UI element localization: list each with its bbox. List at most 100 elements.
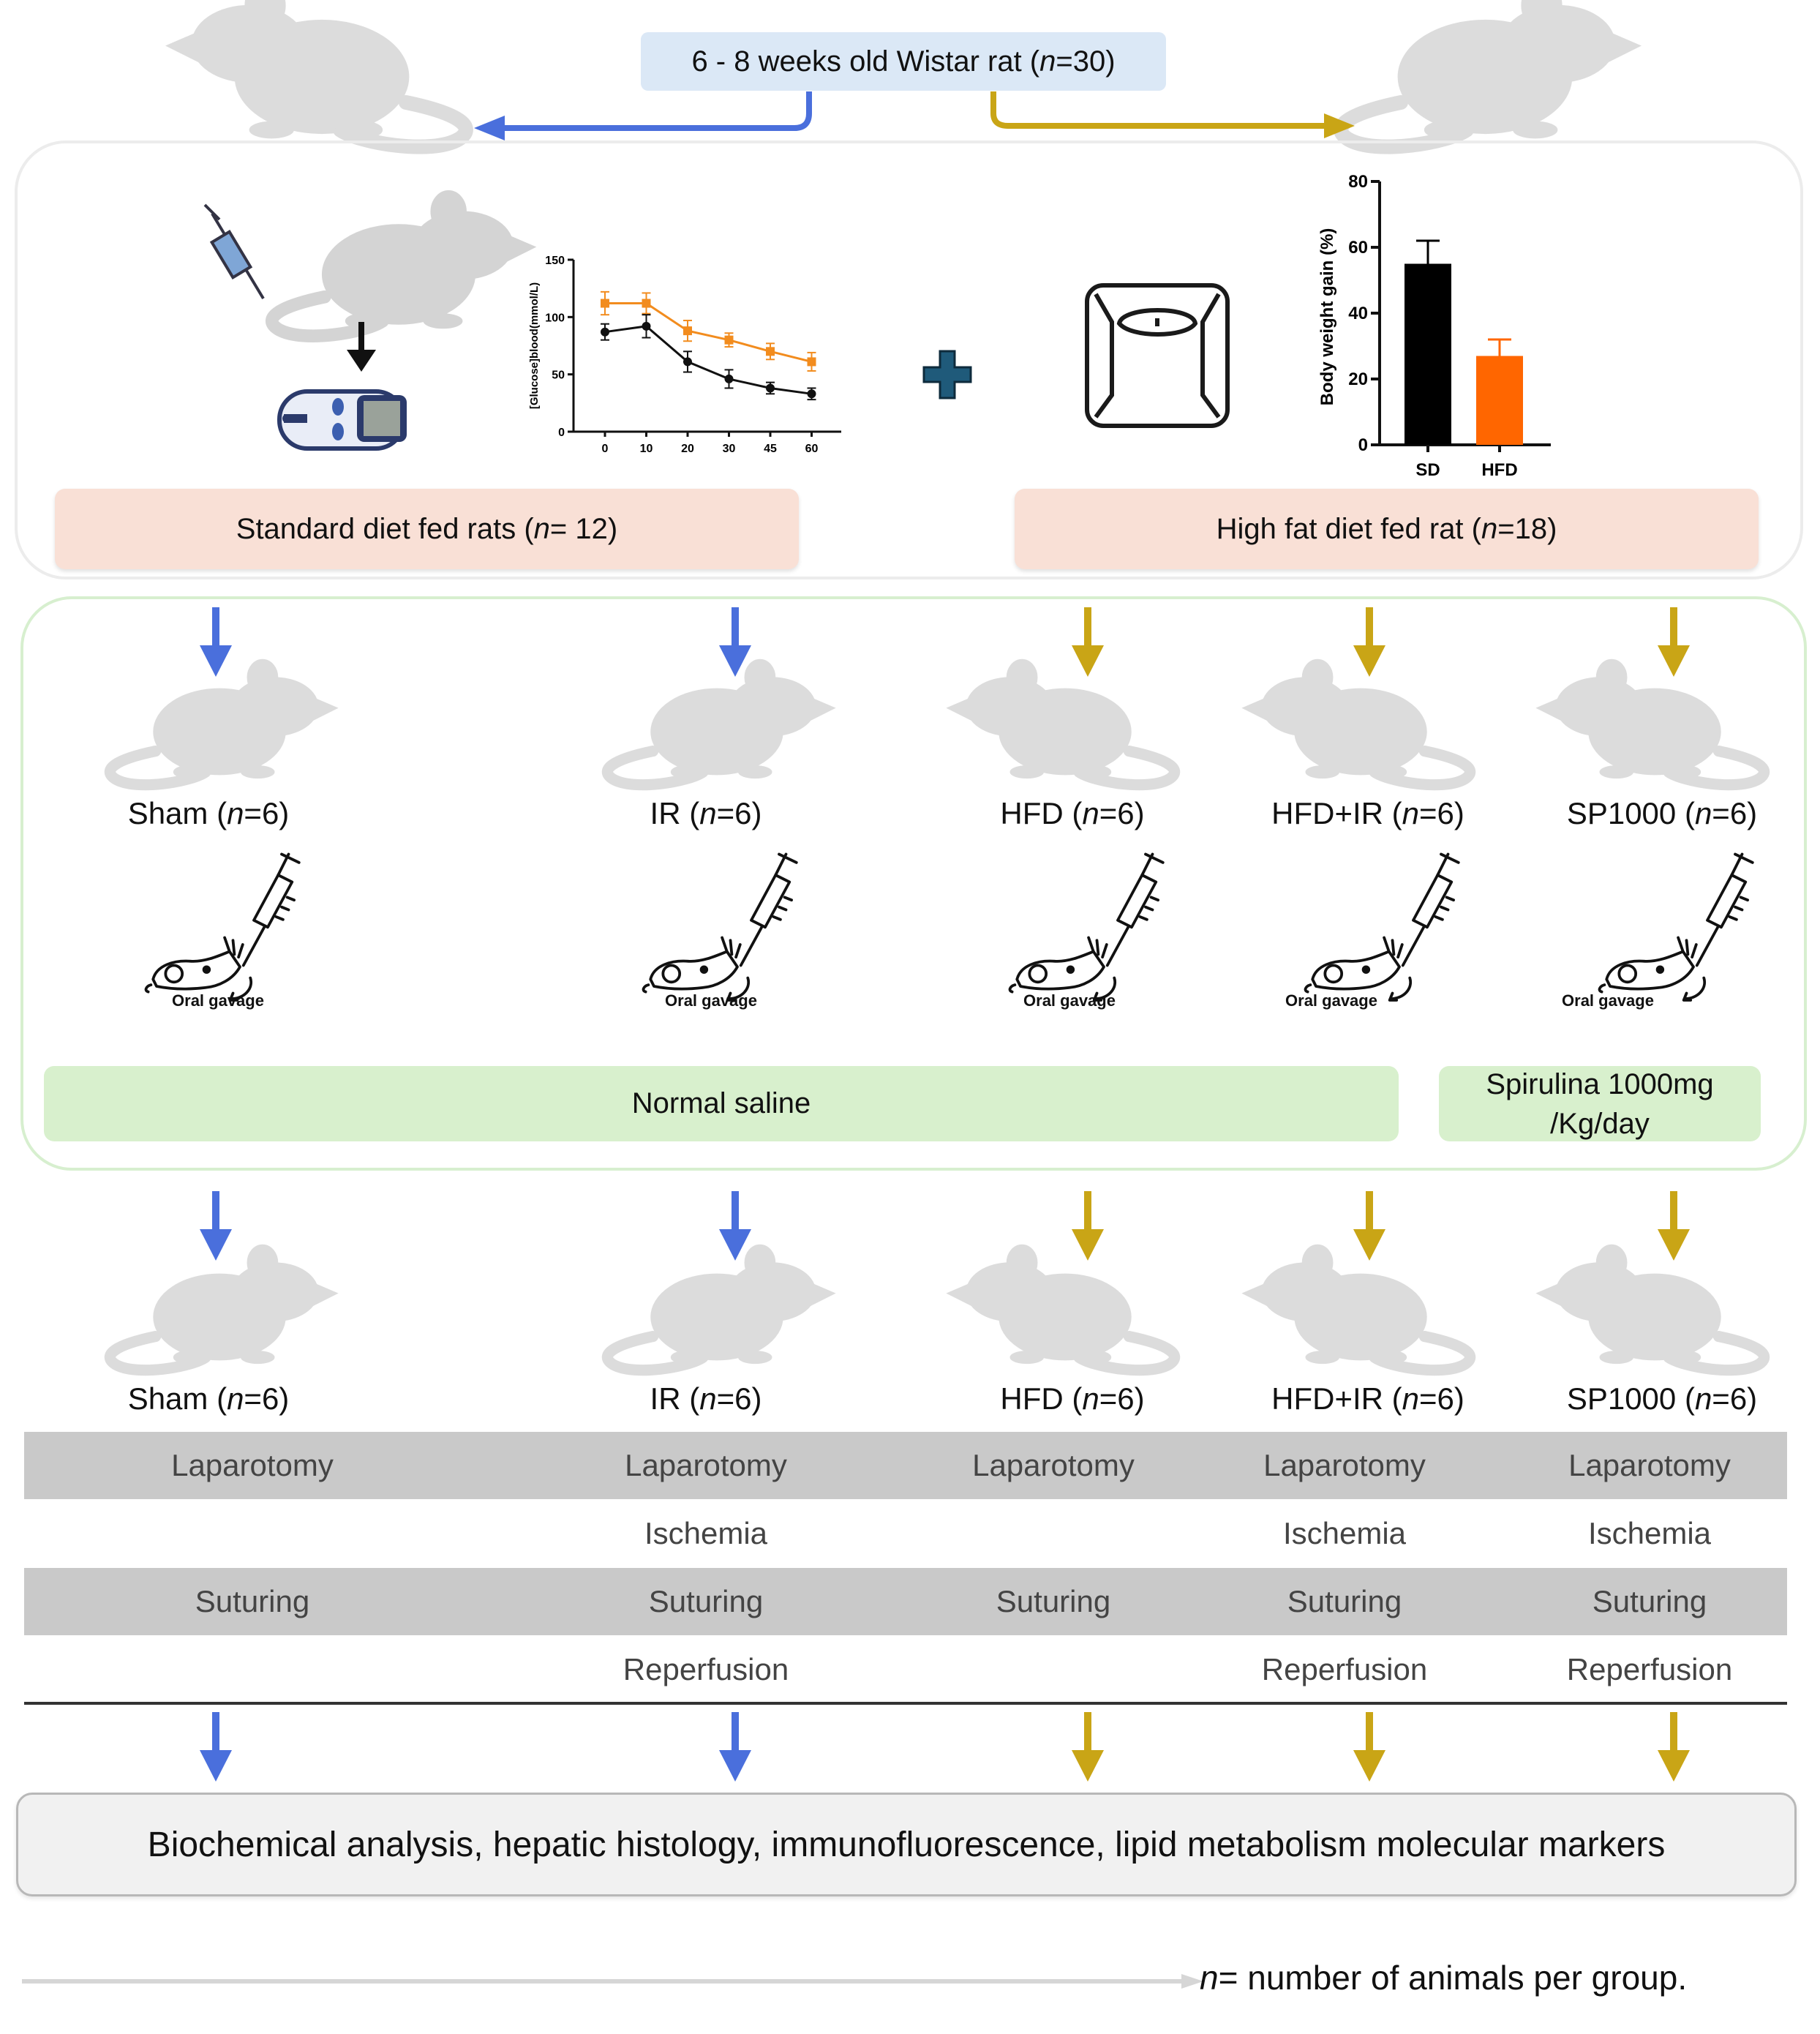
y-axis-label: [Glucose]blood(mmol/L)	[528, 282, 541, 409]
x-tick-label: HFD	[1481, 460, 1517, 480]
group-name: SP1000 (	[1566, 1381, 1695, 1416]
group-label: Sham (n=6)	[62, 796, 355, 831]
data-point	[766, 347, 775, 356]
split-arrow-hfd	[990, 91, 1355, 138]
procedure-step: Ischemia	[1282, 1516, 1407, 1550]
x-tick-label: SD	[1415, 460, 1440, 480]
down-arrow-icon	[1353, 1712, 1385, 1782]
group-name: HFD+IR (	[1271, 1381, 1402, 1416]
group-n: n	[227, 1381, 244, 1416]
group-n: n	[1082, 1381, 1099, 1416]
group-name: IR (	[650, 1381, 700, 1416]
group-n-value: =6)	[244, 1381, 290, 1416]
sd-n: n	[533, 512, 550, 545]
group-label: HFD+IR (n=6)	[1222, 1381, 1514, 1416]
x-tick-label: 60	[805, 443, 819, 455]
group-n-value: =6)	[1712, 796, 1758, 830]
data-point	[766, 383, 775, 393]
saline-text: Normal saline	[631, 1087, 811, 1119]
split-arrow-sd	[474, 91, 812, 140]
rat-silhouette-icon	[167, 0, 466, 147]
group-name: Sham (	[127, 796, 228, 830]
plus-icon	[922, 350, 972, 399]
procedure-step: Laparotomy	[1263, 1448, 1426, 1482]
population-suffix: =30)	[1056, 45, 1116, 78]
hfd-n: n	[1481, 512, 1498, 545]
procedure-step: Suturing	[1592, 1584, 1707, 1618]
group-label: IR (n=6)	[560, 796, 852, 831]
procedure-step: Reperfusion	[623, 1652, 789, 1686]
group-name: IR (	[650, 796, 700, 830]
glucometer-icon	[277, 389, 407, 451]
group-label: HFD (n=6)	[926, 1381, 1219, 1416]
series-0	[601, 290, 816, 372]
rat-silhouette-icon	[947, 1245, 1175, 1370]
group-n: n	[1082, 796, 1099, 830]
group-label: IR (n=6)	[560, 1381, 852, 1416]
x-tick-label: 20	[681, 443, 694, 455]
rat-silhouette-icon	[1537, 1245, 1764, 1370]
group-n: n	[699, 1381, 717, 1416]
group-n: n	[1694, 796, 1712, 830]
series-1	[601, 314, 816, 401]
procedure-step: Laparotomy	[1568, 1448, 1731, 1482]
down-arrow-icon	[347, 322, 376, 372]
group-n-value: =6)	[244, 796, 290, 830]
spirulina-label: Spirulina 1000mg /Kg/day	[1439, 1066, 1761, 1141]
x-tick-label: 10	[640, 443, 653, 455]
procedure-step: Ischemia	[644, 1516, 768, 1550]
group-n-value: =6)	[1099, 1381, 1145, 1416]
group-n-value: =6)	[716, 1381, 762, 1416]
bar	[1405, 263, 1451, 445]
data-point	[724, 335, 734, 345]
syringe-icon	[203, 203, 265, 300]
footnote-n: n	[1200, 1959, 1219, 1997]
x-tick-label: 0	[602, 443, 609, 455]
group-n: n	[1694, 1381, 1712, 1416]
data-point	[724, 374, 734, 383]
bar	[1476, 356, 1523, 445]
y-tick-label: 80	[1348, 172, 1368, 192]
procedure-step: Reperfusion	[1261, 1652, 1428, 1686]
oral-gavage-label: Oral gavage	[665, 991, 757, 1010]
high-fat-diet-label: High fat diet fed rat (n=18)	[1015, 489, 1759, 569]
footnote-text: = number of animals per group.	[1218, 1959, 1688, 1997]
down-arrow-icon	[1072, 1712, 1104, 1782]
data-point	[807, 389, 816, 399]
y-tick-label: 60	[1348, 238, 1368, 258]
y-tick-label: 100	[545, 312, 565, 324]
y-tick-label: 0	[1358, 435, 1368, 455]
data-point	[601, 327, 609, 337]
down-arrow-icon	[719, 1191, 751, 1261]
group-label: SP1000 (n=6)	[1516, 796, 1808, 831]
treatment-panel	[20, 596, 1807, 1171]
rat-silhouette-icon	[110, 1245, 337, 1370]
procedure-step: Suturing	[996, 1584, 1111, 1618]
y-tick-label: 0	[558, 427, 565, 439]
down-arrow-icon	[1658, 1712, 1690, 1782]
sd-suffix: = 12)	[549, 512, 618, 545]
data-point	[642, 321, 651, 331]
group-name: SP1000 (	[1566, 796, 1695, 830]
procedure-step: Laparotomy	[625, 1448, 787, 1482]
group-label: SP1000 (n=6)	[1516, 1381, 1808, 1416]
down-arrow-icon	[1353, 1191, 1385, 1261]
procedure-step: Suturing	[648, 1584, 764, 1618]
spirulina-line1: Spirulina 1000mg	[1486, 1067, 1714, 1100]
data-point	[601, 299, 609, 308]
group-n: n	[699, 796, 717, 830]
group-name: Sham (	[127, 1381, 228, 1416]
x-tick-label: 45	[764, 443, 777, 455]
hfd-prefix: High fat diet fed rat (	[1216, 512, 1481, 545]
y-axis-label: Body weight gain (%)	[1317, 228, 1337, 406]
procedure-step: Laparotomy	[972, 1448, 1135, 1482]
rat-silhouette-icon	[607, 1245, 835, 1370]
bar-hfd: HFD	[1476, 338, 1523, 480]
data-point	[683, 326, 692, 336]
hfd-suffix: =18)	[1497, 512, 1557, 545]
data-point	[642, 299, 651, 308]
rat-silhouette-icon	[1341, 0, 1640, 147]
group-label: HFD+IR (n=6)	[1222, 796, 1514, 831]
x-tick-label: 30	[723, 443, 736, 455]
